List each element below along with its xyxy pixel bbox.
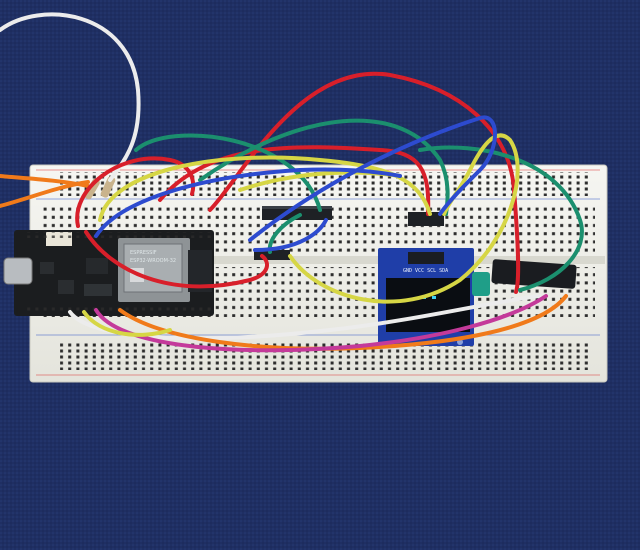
center-channel bbox=[32, 256, 605, 264]
module-brand-text: ESPRESSIF bbox=[130, 250, 157, 256]
wire-yellow bbox=[98, 155, 432, 222]
teal-button bbox=[472, 272, 490, 296]
wire-white-loop bbox=[0, 12, 141, 182]
dark-module-right bbox=[491, 259, 577, 289]
esp32-dev-board: ESPRESSIF ESP32-WROOM-32 bbox=[3, 230, 214, 316]
header-pins-right bbox=[408, 212, 444, 226]
resistors bbox=[84, 176, 116, 200]
usb-c-port bbox=[3, 257, 33, 285]
wire-blue bbox=[94, 167, 402, 238]
wire-red-large-loop bbox=[208, 71, 521, 294]
oled-screen bbox=[386, 278, 470, 332]
module-model-text: ESP32-WROOM-32 bbox=[130, 258, 176, 264]
oled-pin-labels: GND VCC SCL SDA bbox=[403, 268, 448, 274]
wire-green bbox=[134, 133, 322, 212]
bottom-power-rail bbox=[60, 342, 590, 370]
jumper-wires bbox=[0, 12, 584, 353]
